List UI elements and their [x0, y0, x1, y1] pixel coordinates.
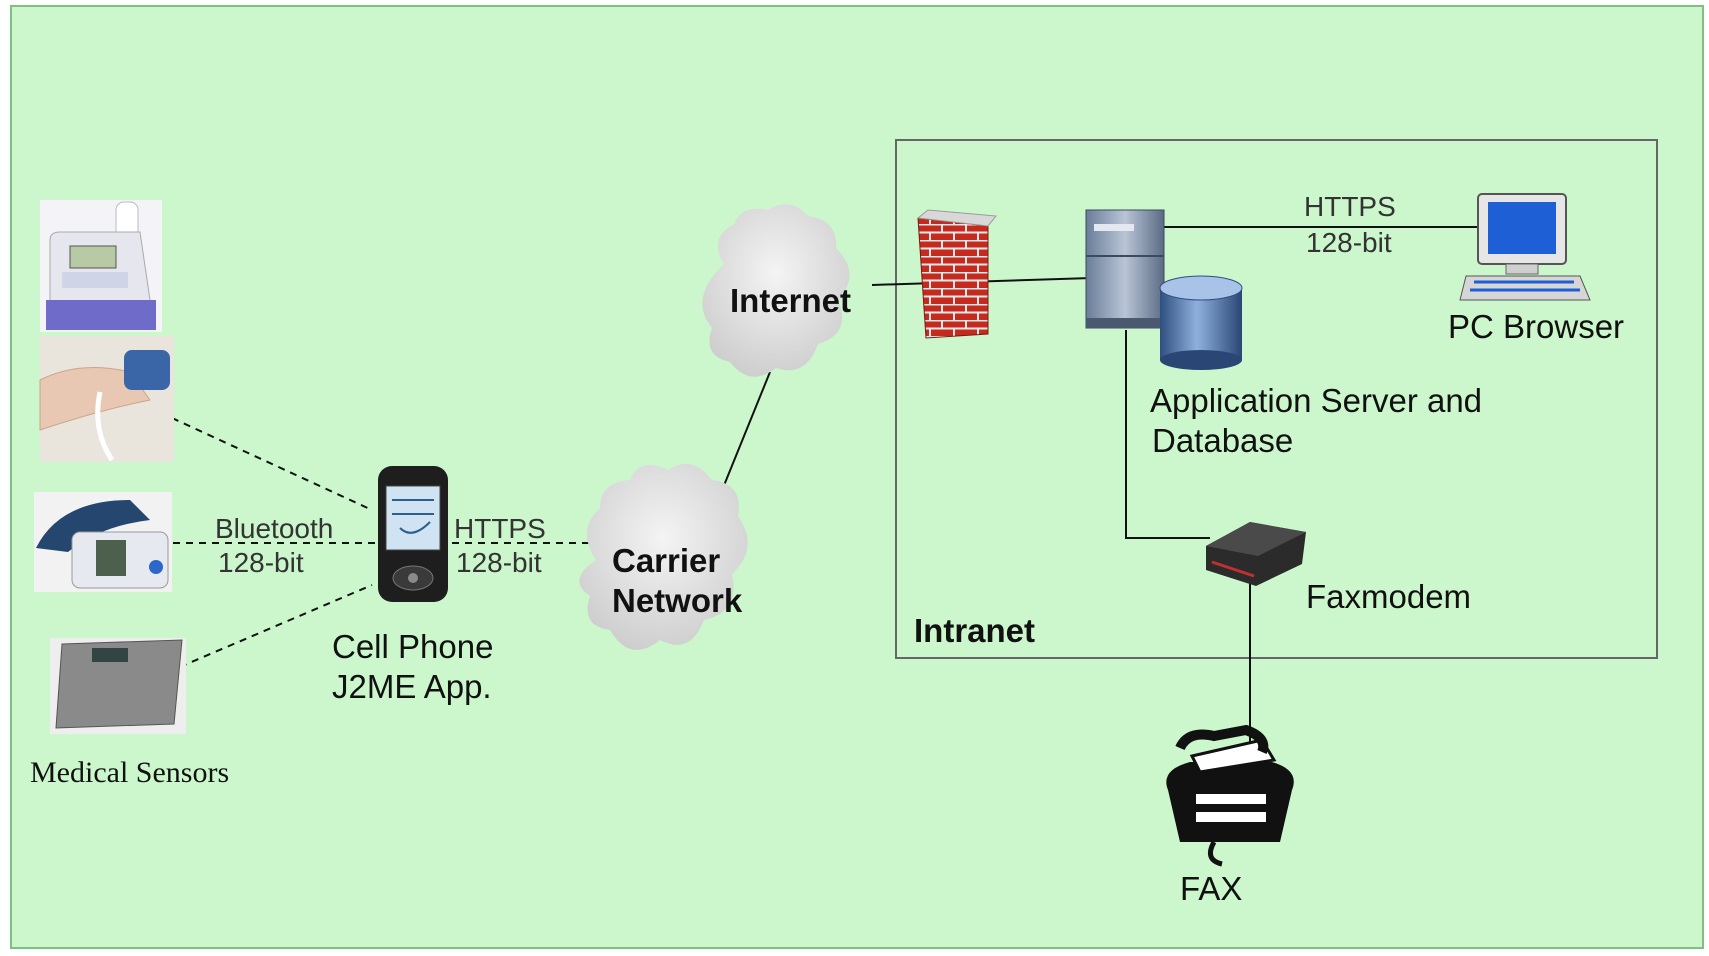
app-server-label: Application Server and — [1150, 382, 1482, 419]
pc-https-label: HTTPS — [1304, 191, 1396, 222]
carrier-network-label: Carrier — [612, 542, 720, 579]
pc-https-bits-label: 128-bit — [1306, 227, 1392, 258]
fax-machine-icon — [1166, 724, 1294, 867]
medical-sensors-label: Medical Sensors — [30, 756, 229, 789]
phone-https-label: HTTPS — [454, 513, 546, 544]
dashed-link-scale — [167, 584, 373, 673]
blood-pressure-monitor-icon — [34, 492, 172, 592]
firewall-icon — [916, 209, 997, 339]
weight-scale-icon — [50, 638, 186, 734]
intranet-boundary — [895, 139, 1658, 659]
cell-phone-app-label: J2ME App. — [332, 668, 492, 705]
pulse-oximeter-icon — [39, 336, 174, 462]
faxmodem-icon — [1206, 522, 1306, 586]
cell-phone-icon — [378, 466, 448, 602]
intranet-label: Intranet — [914, 612, 1035, 649]
server-icon — [1085, 209, 1165, 329]
app-server-label-2: Database — [1152, 422, 1293, 459]
diagram-frame — [10, 5, 1704, 949]
cloud-icon — [579, 463, 748, 650]
computer-icon — [1459, 193, 1591, 301]
pc-browser-label: PC Browser — [1448, 308, 1624, 345]
carrier-network-label-2: Network — [612, 582, 743, 619]
link-server-faxmodem — [1125, 330, 1210, 539]
phone-https-bits-label: 128-bit — [456, 547, 542, 578]
internet-label: Internet — [730, 282, 851, 319]
bluetooth-label: Bluetooth — [215, 513, 333, 544]
bluetooth-bits-label: 128-bit — [218, 547, 304, 578]
faxmodem-label: Faxmodem — [1306, 578, 1471, 615]
cell-phone-label: Cell Phone — [332, 628, 493, 665]
fax-label: FAX — [1180, 870, 1242, 907]
cloud-icon — [702, 204, 850, 377]
connections — [160, 226, 1478, 748]
database-icon — [1159, 275, 1243, 370]
dashed-link-oximeter — [171, 417, 373, 511]
spirometer-icon — [40, 200, 162, 332]
